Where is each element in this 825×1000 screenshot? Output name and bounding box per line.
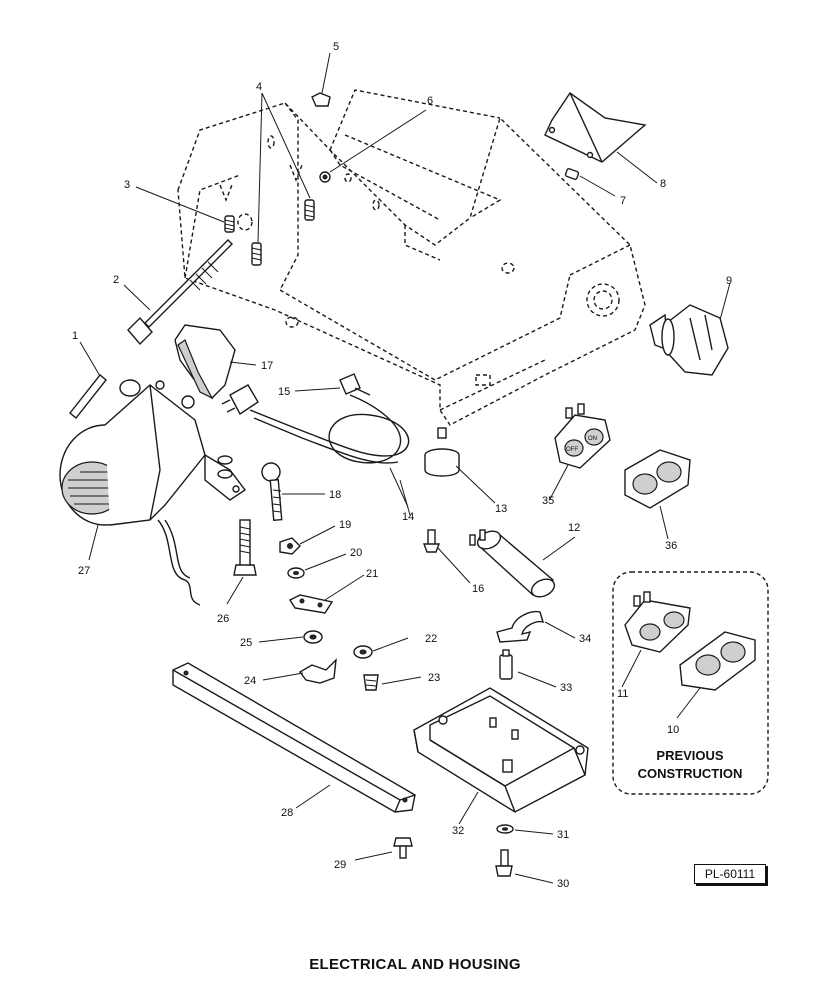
part-4-set-screws bbox=[251, 199, 315, 266]
callout-6: 6 bbox=[427, 95, 433, 107]
callout-20: 20 bbox=[350, 547, 362, 559]
callout-14: 14 bbox=[402, 511, 414, 523]
callout-33: 33 bbox=[560, 682, 572, 694]
part-9-knob bbox=[649, 304, 729, 376]
part-6-nut bbox=[319, 171, 331, 183]
switch-off-label: OFF bbox=[566, 447, 578, 453]
part-18-ball-stud bbox=[261, 462, 283, 522]
callout-25: 25 bbox=[240, 637, 252, 649]
part-24-wing-nut bbox=[298, 658, 337, 684]
part-17-pad bbox=[174, 324, 236, 400]
part-36-switch-cover bbox=[624, 449, 691, 509]
callout-4: 4 bbox=[256, 81, 262, 93]
part-28-bar bbox=[172, 662, 416, 813]
callout-22: 22 bbox=[425, 633, 437, 645]
callout-numbers: 1 2 3 4 5 6 7 8 9 10 11 12 13 14 15 16 1… bbox=[72, 41, 732, 890]
previous-construction-inset: PREVIOUS CONSTRUCTION bbox=[612, 571, 769, 795]
part-7-screw bbox=[564, 168, 580, 180]
callout-8: 8 bbox=[660, 178, 666, 190]
part-23-screw bbox=[363, 674, 379, 691]
part-20-washer bbox=[287, 567, 305, 579]
callout-35: 35 bbox=[542, 495, 554, 507]
part-21-bracket bbox=[288, 594, 334, 614]
part-25-washer bbox=[303, 630, 323, 644]
callout-12: 12 bbox=[568, 522, 580, 534]
part-33-standoff bbox=[499, 649, 513, 680]
callout-1: 1 bbox=[72, 330, 78, 342]
callout-11: 11 bbox=[617, 688, 628, 700]
callout-34: 34 bbox=[579, 633, 591, 645]
callout-3: 3 bbox=[124, 179, 130, 191]
callout-5: 5 bbox=[333, 41, 339, 53]
part-13-foot bbox=[424, 427, 460, 477]
callout-31: 31 bbox=[557, 829, 569, 841]
callout-24: 24 bbox=[244, 675, 256, 687]
callout-2: 2 bbox=[113, 274, 119, 286]
callout-19: 19 bbox=[339, 519, 351, 531]
part-30-screw bbox=[495, 849, 513, 877]
part-12-capacitor bbox=[469, 529, 556, 598]
page-title: ELECTRICAL AND HOUSING bbox=[309, 956, 521, 973]
part-22-washer bbox=[353, 645, 373, 659]
callout-18: 18 bbox=[329, 489, 341, 501]
drawing-id-label: PL-60111 bbox=[694, 864, 766, 884]
part-31-washer bbox=[496, 824, 514, 834]
part-15-plug bbox=[339, 373, 371, 396]
callout-17: 17 bbox=[261, 360, 273, 372]
part-16-screw bbox=[422, 529, 441, 553]
part-35-switch: OFF ON bbox=[554, 403, 611, 469]
callout-10: 10 bbox=[667, 724, 679, 736]
callout-36: 36 bbox=[665, 540, 677, 552]
inset-label-line-2: CONSTRUCTION bbox=[638, 766, 743, 781]
part-8-deflector bbox=[544, 92, 647, 163]
part-3-set-screw bbox=[224, 215, 235, 233]
callout-30: 30 bbox=[557, 878, 569, 890]
callout-23: 23 bbox=[428, 672, 440, 684]
callout-32: 32 bbox=[452, 825, 464, 837]
callout-26: 26 bbox=[217, 613, 229, 625]
part-5-cap bbox=[311, 92, 331, 107]
callout-29: 29 bbox=[334, 859, 346, 871]
part-26-bolt bbox=[217, 455, 257, 576]
callout-7: 7 bbox=[620, 195, 626, 207]
callout-15: 15 bbox=[278, 386, 290, 398]
leader-lines bbox=[79, 52, 731, 884]
inset-label-line-1: PREVIOUS bbox=[656, 748, 724, 763]
part-34-clamp bbox=[496, 610, 545, 643]
part-14-power-cord bbox=[221, 384, 410, 464]
callout-27: 27 bbox=[78, 565, 90, 577]
part-1-rod bbox=[69, 374, 107, 419]
switch-on-label: ON bbox=[588, 436, 597, 442]
part-27-motor bbox=[59, 379, 247, 606]
part-32-base-tray bbox=[413, 687, 589, 813]
callout-16: 16 bbox=[472, 583, 484, 595]
callout-13: 13 bbox=[495, 503, 507, 515]
part-19-nut bbox=[279, 537, 301, 555]
callout-9: 9 bbox=[726, 275, 732, 287]
part-2-bolt bbox=[127, 239, 233, 346]
part-29-screw bbox=[393, 837, 413, 859]
callout-28: 28 bbox=[281, 807, 293, 819]
housing-outline bbox=[177, 89, 646, 426]
callout-21: 21 bbox=[366, 568, 378, 580]
